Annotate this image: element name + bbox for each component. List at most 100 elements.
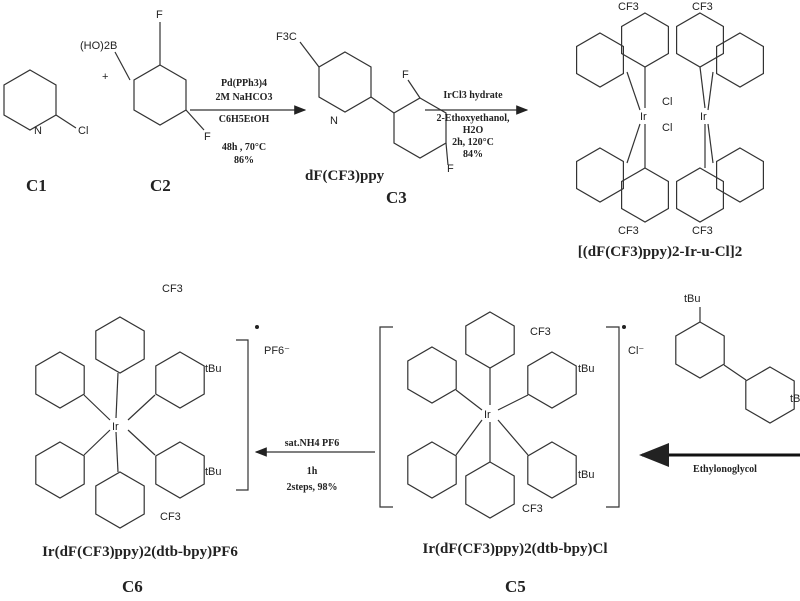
condition: sat.NH4 PF6 [285, 438, 339, 449]
condition: 2M NaHCO3 [216, 92, 273, 103]
counterion: PF6⁻ [264, 345, 290, 357]
condition: Pd(PPh3)4 [221, 78, 267, 89]
bond [299, 41, 320, 68]
group-cf3: CF3 [162, 283, 183, 295]
group-tbu: tBu [578, 363, 595, 375]
pyridine-ring [3, 69, 57, 131]
pyridine-ring [620, 12, 670, 68]
compound-c2: (HO)2B + F F C2 [80, 9, 211, 195]
name-c6: Ir(dF(CF3)ppy)2(dtb-bpy)PF6 [42, 544, 238, 560]
pyridine-ring [155, 351, 205, 409]
group-tbu: tBu [684, 293, 701, 305]
name-c3: dF(CF3)ppy [305, 168, 385, 184]
pyridine-ring [745, 366, 795, 424]
label-c3: C3 [386, 188, 407, 207]
yield: 2steps, 98% [286, 482, 337, 493]
boronic-acid-group: (HO)2B [80, 40, 117, 52]
bond [626, 123, 641, 164]
group-cf3: CF3 [160, 511, 181, 523]
benzene-ring [407, 346, 457, 404]
pyridine-ring [465, 461, 515, 519]
group-tbu: tBu [578, 469, 595, 481]
pyridine-ring [465, 311, 515, 369]
pyridine-ring [95, 471, 145, 529]
atom-ir: Ir [640, 111, 647, 123]
condition: 2-Ethoxyethanol, [436, 113, 510, 124]
bond [185, 109, 205, 131]
coordination-bond [497, 394, 529, 411]
label-c1: C1 [26, 176, 47, 195]
condition: C6H5EtOH [219, 114, 270, 125]
atom-f: F [447, 163, 454, 175]
compound-c3: F3C N F F dF(CF3)ppy C3 [276, 31, 454, 207]
compound-dimer: Ir Ir Cl Cl CF3 CF3 CF3 CF3 [(dF(CF3)ppy… [578, 1, 742, 260]
condition: IrCl3 hydrate [443, 90, 503, 101]
condition: Ethylonoglycol [693, 464, 757, 475]
group-tbu: tBu [205, 466, 222, 478]
coordination-bond [83, 394, 111, 421]
reaction-step-1: Pd(PPh3)4 2M NaHCO3 C6H5EtOH 48h , 70°C … [190, 78, 307, 166]
pyridine-ring [527, 351, 577, 409]
coordination-bond [83, 429, 111, 456]
compound-c6: PF6⁻ Ir CF3 CF3 tBu tBu Ir(dF(CF3)ppy)2(… [42, 283, 290, 596]
benzene-ring [715, 147, 765, 203]
yield: 84% [463, 149, 483, 160]
atom-ir: Ir [700, 111, 707, 123]
coordination-bond [455, 389, 483, 411]
condition: 1h [307, 466, 318, 477]
radical-dot [622, 325, 626, 329]
bond [55, 114, 77, 129]
atom-cl: Cl [78, 125, 88, 137]
atom-f: F [204, 131, 211, 143]
pyridine-ring [155, 441, 205, 499]
pyridine-ring [527, 441, 577, 499]
benzene-ring [407, 441, 457, 499]
pyridine-ring [95, 316, 145, 374]
group-cf3: F3C [276, 31, 297, 43]
group-cf3: CF3 [618, 1, 639, 13]
counterion: Cl⁻ [628, 345, 644, 357]
atom-n: N [330, 115, 338, 127]
atom-cl: Cl [662, 122, 672, 134]
benzene-ring [575, 147, 625, 203]
bond [445, 142, 449, 166]
pyridine-ring [675, 321, 725, 379]
atom-cl: Cl [662, 96, 672, 108]
bond [407, 79, 421, 99]
plus-sign: + [102, 71, 108, 83]
coordination-bond [127, 394, 156, 421]
bracket [606, 326, 620, 508]
name-dimer: [(dF(CF3)ppy)2-Ir-u-Cl]2 [578, 244, 742, 260]
group-cf3: CF3 [530, 326, 551, 338]
bond [707, 71, 714, 111]
group-cf3: CF3 [618, 225, 639, 237]
benzene-ring [715, 32, 765, 88]
group-cf3: CF3 [692, 225, 713, 237]
condition: 48h , 70°C [222, 142, 266, 153]
reaction-step-3: sat.NH4 PF6 1h 2steps, 98% [254, 438, 375, 493]
label-c2: C2 [150, 176, 171, 195]
condition: 2h, 120°C [452, 137, 494, 148]
bond [626, 71, 641, 111]
coordination-bond [115, 431, 119, 473]
coordination-bond [455, 419, 483, 456]
compound-c5: Cl⁻ Ir CF3 CF3 tBu tBu Ir(dF(CF3)ppy)2(d… [379, 325, 644, 596]
atom-ir: Ir [112, 421, 119, 433]
pyridine-ring [675, 167, 725, 223]
group-tbu: tBu [790, 393, 800, 405]
benzene-ring [35, 441, 85, 499]
group-tbu: tBu [205, 363, 222, 375]
benzene-ring [35, 351, 85, 409]
coordination-bond [699, 66, 706, 109]
bracket [236, 339, 249, 491]
reaction-step-4: Ethylonoglycol [639, 443, 800, 475]
name-c5: Ir(dF(CF3)ppy)2(dtb-bpy)Cl [422, 541, 607, 557]
bracket [379, 326, 393, 508]
atom-n: N [34, 125, 42, 137]
bond [114, 51, 131, 81]
bond [723, 364, 747, 381]
reaction-step-2: IrCl3 hydrate 2-Ethoxyethanol, H2O 2h, 1… [425, 90, 529, 160]
compound-c1: N Cl C1 [26, 125, 88, 195]
label-c5: C5 [505, 577, 526, 596]
